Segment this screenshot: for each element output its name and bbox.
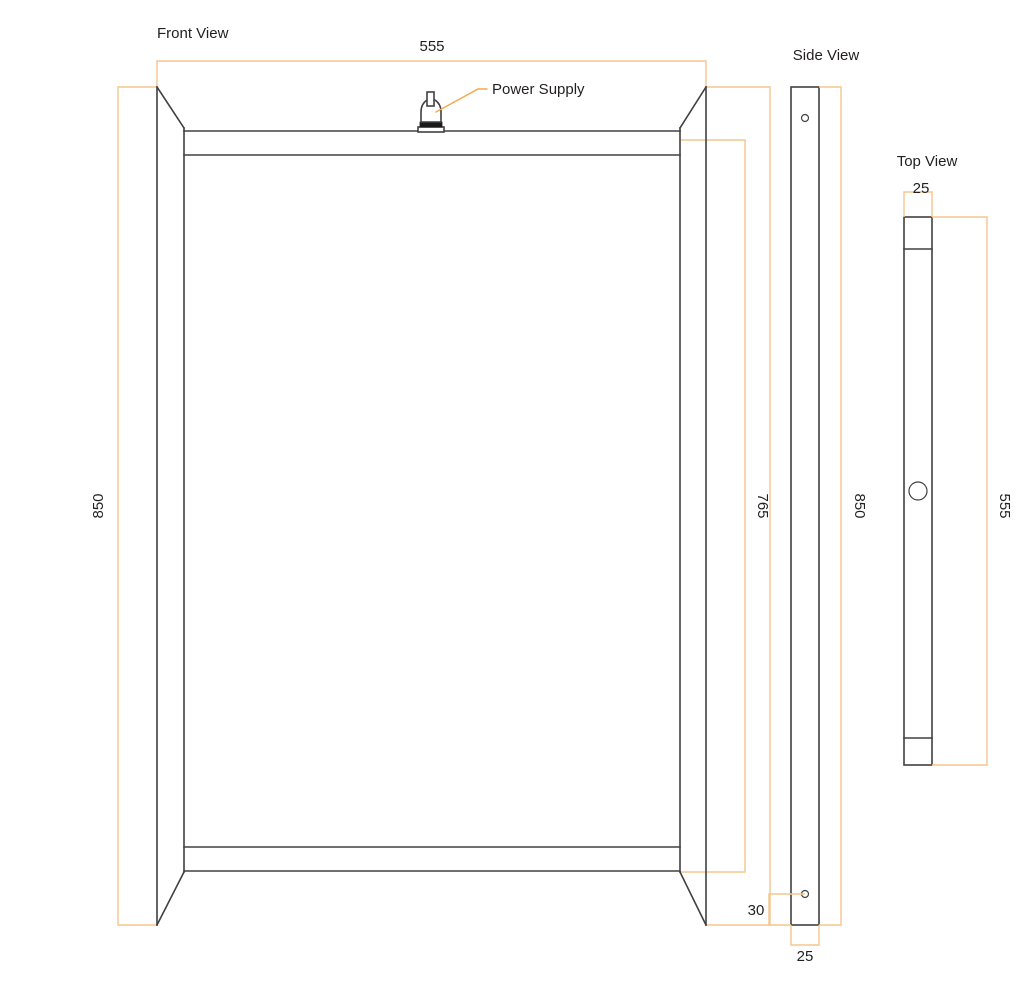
side-view-top-hole-icon (800, 113, 810, 123)
front-view-right-post (678, 85, 708, 927)
side-view-height-value: 850 (851, 493, 868, 518)
front-view-outer-height-dimension (706, 86, 771, 926)
top-view-title: Top View (897, 153, 958, 170)
top-view-width-value: 25 (913, 180, 930, 197)
front-view-left-height-dimension (117, 86, 157, 926)
front-view-title: Front View (157, 25, 229, 42)
side-view-height-dimension (819, 86, 842, 926)
front-view-group (117, 60, 771, 927)
top-view-width-dimension (903, 191, 933, 217)
power-supply-connector-icon (417, 91, 445, 133)
side-view-title: Side View (793, 47, 860, 64)
top-view-group (903, 191, 988, 766)
front-view-inner-height-dimension (680, 139, 746, 873)
front-view-width-dimension (156, 60, 707, 87)
side-view-body (790, 86, 820, 926)
top-view-length-value: 555 (996, 493, 1013, 518)
power-supply-callout-label: Power Supply (492, 81, 585, 98)
front-view-left-height-value: 850 (90, 493, 107, 518)
front-view-width-value: 555 (419, 38, 444, 55)
side-view-group (768, 86, 842, 946)
top-view-center-hole-icon (908, 481, 928, 501)
side-view-hole-offset-value: 30 (748, 902, 765, 919)
side-view-hole-offset-dimension (768, 893, 805, 926)
top-view-length-dimension (932, 216, 988, 766)
front-view-top-rail (183, 130, 681, 156)
side-view-width-dimension (790, 925, 820, 946)
front-view-left-post (155, 85, 186, 927)
power-supply-leader (435, 88, 488, 113)
front-view-inner-height-value: 765 (754, 493, 771, 518)
front-view-bottom-rail (183, 846, 681, 872)
side-view-width-value: 25 (797, 948, 814, 965)
